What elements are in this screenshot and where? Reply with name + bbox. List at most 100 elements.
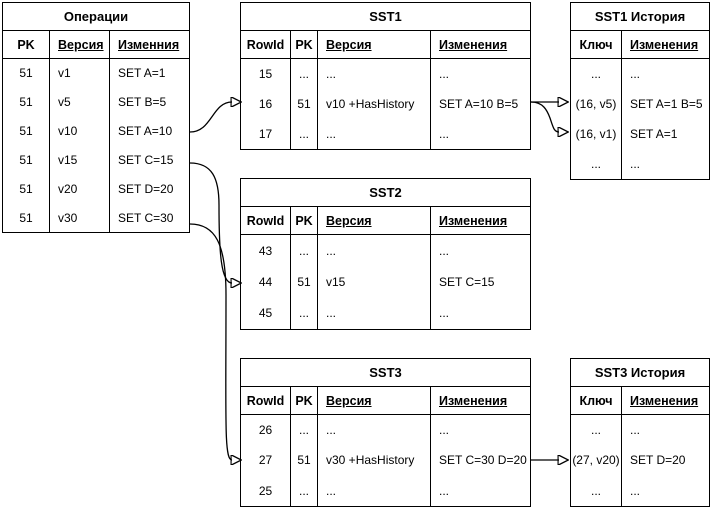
table-title: SST2: [241, 179, 530, 207]
table-cell: SET D=20: [630, 453, 686, 468]
column-header: Изменения: [622, 387, 709, 415]
column-header: Версия: [318, 387, 430, 415]
column-rowid: RowId 15 16 17: [241, 31, 291, 149]
column-changes: Изменения ... SET A=1 B=5 SET A=1 ...: [622, 31, 709, 179]
table-cell: 51: [19, 181, 33, 196]
table-cell: (16, v5): [575, 97, 617, 111]
table-sst1-history: SST1 История Ключ ... (16, v5) (16, v1) …: [570, 2, 710, 180]
arrow-sst1-to-history-v1: [530, 101, 559, 132]
column-pk: PK ... 51 ...: [291, 387, 318, 506]
arrow-operations-v15-to-sst2: [189, 162, 232, 283]
table-cell: ...: [326, 243, 337, 258]
table-title: Операции: [3, 3, 189, 31]
column-header: Версия: [318, 31, 430, 59]
table-cell: v30 +HasHistory: [326, 453, 415, 468]
table-cell: v20: [58, 181, 78, 196]
table-cell: 26: [258, 423, 273, 438]
table-title: SST3: [241, 359, 530, 387]
column-rowid: RowId 26 27 25: [241, 387, 291, 506]
table-cell: 51: [19, 66, 33, 81]
table-cell: ...: [298, 127, 309, 141]
table-cell: v15: [58, 152, 78, 167]
column-changes: Изменения ... SET C=30 D=20 ...: [431, 387, 530, 506]
column-header: RowId: [241, 31, 290, 59]
table-cell: ...: [298, 306, 309, 321]
table-body: RowId 43 44 45 PK ... 51 ... Версия ... …: [241, 207, 530, 329]
table-cell: 51: [19, 124, 33, 139]
table-cell: ...: [439, 67, 450, 81]
table-cell: ...: [298, 483, 309, 498]
table-cell: ...: [439, 423, 450, 438]
column-pk: PK ... 51 ...: [291, 207, 318, 329]
table-cell: 16: [258, 97, 273, 111]
table-body: Ключ ... (27, v20) ... Изменения ... SET…: [571, 387, 709, 506]
table-cell: 51: [19, 210, 33, 225]
column-header: Изменения: [431, 207, 530, 235]
column-pk: PK 51 51 51 51 51 51: [3, 31, 50, 232]
table-cell: SET C=15: [118, 152, 174, 167]
column-header: Версия: [50, 31, 109, 59]
column-key: Ключ ... (27, v20) ...: [571, 387, 622, 506]
table-cell: 45: [258, 306, 273, 321]
table-cell: v15: [326, 274, 346, 289]
table-cell: ...: [439, 243, 450, 258]
table-cell: ...: [439, 127, 450, 141]
table-sst3-history: SST3 История Ключ ... (27, v20) ... Изме…: [570, 358, 710, 507]
table-cell: v10: [58, 124, 78, 139]
column-changes: Изменения ... SET C=15 ...: [431, 207, 530, 329]
table-cell: v5: [58, 95, 71, 110]
table-cell: 51: [297, 453, 311, 468]
column-version: Версия v1 v5 v10 v15 v20 v30: [50, 31, 110, 232]
table-cell: 51: [297, 97, 311, 111]
table-cell: SET C=30: [118, 210, 174, 225]
table-cell: 44: [258, 274, 273, 289]
table-cell: 51: [19, 95, 33, 110]
column-changes: Изменния SET A=1 SET B=5 SET A=10 SET C=…: [110, 31, 189, 232]
table-cell: ...: [630, 483, 641, 498]
column-header: PK: [3, 31, 49, 59]
table-cell: v30: [58, 210, 78, 225]
table-cell: ...: [590, 157, 601, 171]
column-header: Изменения: [431, 31, 530, 59]
table-sst1: SST1 RowId 15 16 17 PK ... 51 ... Версия…: [240, 2, 531, 150]
table-cell: ...: [439, 483, 450, 498]
column-header: Ключ: [571, 31, 621, 59]
table-cell: ...: [298, 243, 309, 258]
table-body: PK 51 51 51 51 51 51 Версия v1 v5 v10 v1…: [3, 31, 189, 232]
table-cell: SET B=5: [118, 95, 167, 110]
column-header: PK: [291, 387, 317, 415]
table-cell: ...: [630, 423, 641, 438]
column-header: Версия: [318, 207, 430, 235]
column-header: RowId: [241, 387, 290, 415]
table-cell: ...: [326, 423, 337, 438]
table-cell: 43: [258, 243, 273, 258]
table-cell: SET D=20: [118, 181, 174, 196]
table-cell: ...: [326, 67, 337, 81]
table-cell: ...: [298, 423, 309, 438]
table-body: RowId 26 27 25 PK ... 51 ... Версия ... …: [241, 387, 530, 506]
table-cell: v1: [58, 66, 71, 81]
table-cell: 17: [258, 127, 273, 141]
table-title: SST3 История: [571, 359, 709, 387]
column-header: Изменения: [622, 31, 709, 59]
table-sst3: SST3 RowId 26 27 25 PK ... 51 ... Версия…: [240, 358, 531, 507]
table-cell: ...: [590, 483, 601, 498]
table-cell: 51: [19, 152, 33, 167]
column-header: PK: [291, 31, 317, 59]
table-cell: ...: [439, 306, 450, 321]
table-cell: ...: [326, 483, 337, 498]
table-cell: SET A=1: [118, 66, 166, 81]
table-cell: ...: [590, 423, 601, 438]
table-cell: 27: [258, 453, 273, 468]
table-cell: 51: [297, 274, 311, 289]
table-cell: (16, v1): [575, 127, 617, 141]
table-cell: ...: [590, 67, 601, 81]
table-cell: ...: [326, 127, 337, 141]
table-cell: SET A=10: [118, 124, 173, 139]
column-header: Ключ: [571, 387, 621, 415]
table-cell: ...: [326, 306, 337, 321]
table-body: Ключ ... (16, v5) (16, v1) ... Изменения…: [571, 31, 709, 179]
column-header: RowId: [241, 207, 290, 235]
column-header: PK: [291, 207, 317, 235]
table-cell: SET C=30 D=20: [439, 453, 527, 468]
